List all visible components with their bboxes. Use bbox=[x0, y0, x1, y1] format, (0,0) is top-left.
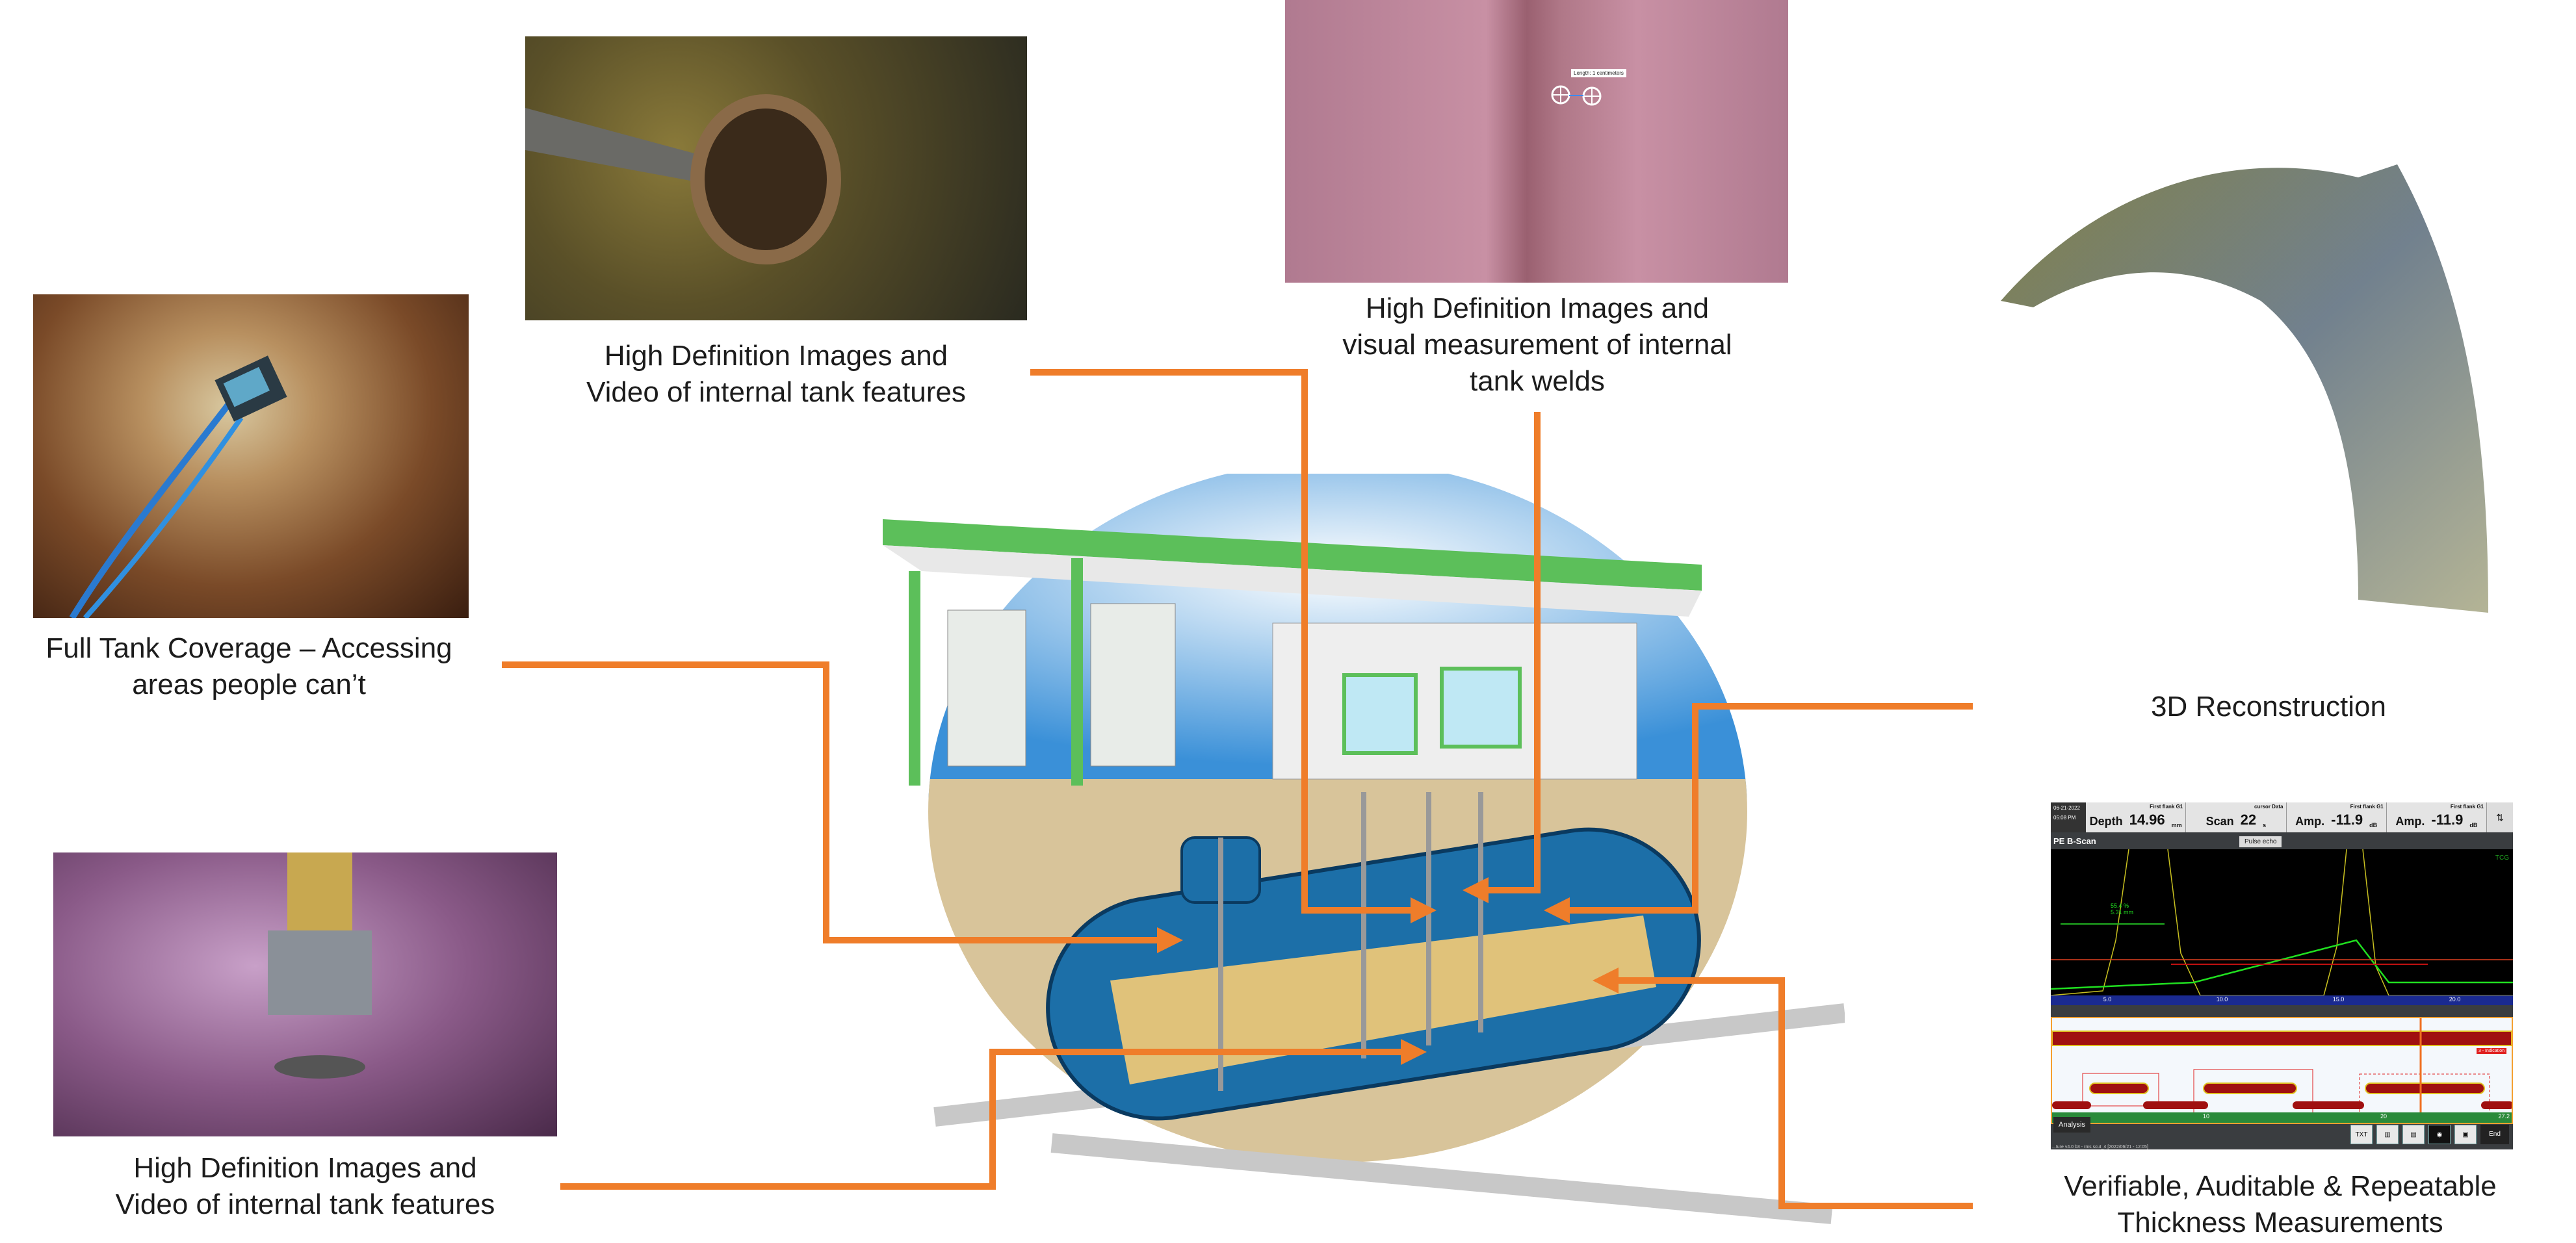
bscan-title: PE B-Scan bbox=[2053, 836, 2096, 846]
label-hd-video-bottom: High Definition Images and Video of inte… bbox=[53, 1150, 557, 1223]
end-button[interactable]: End bbox=[2480, 1125, 2509, 1144]
label-line: Verifiable, Auditable & Repeatable bbox=[2064, 1170, 2497, 1202]
canopy-pillar bbox=[1071, 558, 1083, 786]
connector-hd-video-top bbox=[1030, 369, 1437, 923]
connector-hd-welds bbox=[1463, 412, 1541, 903]
label-line: Full Tank Coverage – Accessing bbox=[46, 632, 452, 664]
connector-full-coverage bbox=[502, 661, 1183, 953]
analysis-button[interactable]: Analysis bbox=[2053, 1117, 2090, 1133]
label-line: visual measurement of internal bbox=[1342, 329, 1732, 361]
camera-icon[interactable]: ◉ bbox=[2428, 1125, 2451, 1144]
label-line: High Definition Images and bbox=[604, 340, 948, 372]
fuel-pump bbox=[947, 609, 1026, 767]
connector-3d bbox=[1544, 703, 1973, 923]
label-line: areas people can’t bbox=[132, 669, 366, 700]
tank-fitting-photo bbox=[53, 852, 557, 1136]
connector-hd-video-bottom bbox=[560, 1039, 1427, 1190]
station-building bbox=[1272, 622, 1637, 780]
3d-reconstruction-image bbox=[1994, 99, 2518, 615]
bscan-footer: ...ture v4.0 b3 - rms scut_4 [2022/06/21… bbox=[2052, 1145, 2148, 1149]
bscan-tick: 20 bbox=[2380, 1113, 2387, 1120]
weld-measurement-photo: Length: 1 centimeters bbox=[1285, 0, 1788, 283]
export-txt-icon[interactable]: TXT bbox=[2350, 1125, 2373, 1144]
save-icon[interactable]: ▣ bbox=[2454, 1125, 2477, 1144]
tab-pulse-echo[interactable]: Pulse echo bbox=[2239, 836, 2282, 847]
label-line: High Definition Images and bbox=[133, 1152, 477, 1184]
bscan-image: 3 - Indication 10 20 27.2 bbox=[2051, 1017, 2513, 1124]
ascan-annotation: 55.4 %5.31 mm bbox=[2111, 903, 2134, 916]
internal-pipe-photo bbox=[525, 36, 1027, 320]
label-hd-video-top: High Definition Images and Video of inte… bbox=[525, 338, 1027, 411]
label-line: High Definition Images and bbox=[1365, 292, 1710, 324]
label-line: tank welds bbox=[1470, 365, 1605, 397]
fuel-pump bbox=[1090, 603, 1176, 767]
fuel-level bbox=[1110, 916, 1656, 1084]
label-3d-reconstruction: 3D Reconstruction bbox=[2151, 691, 2386, 723]
label-line: Thickness Measurements bbox=[2117, 1207, 2443, 1238]
canopy-roof bbox=[883, 519, 1702, 591]
clipboard-icon[interactable]: ▤ bbox=[2402, 1125, 2425, 1144]
layout-icon[interactable]: ▥ bbox=[2376, 1125, 2399, 1144]
bscan-axis: 10 20 27.2 bbox=[2052, 1113, 2512, 1122]
indication-badge: 3 - Indication bbox=[2476, 1048, 2506, 1054]
label-line: Video of internal tank features bbox=[586, 376, 966, 408]
label-full-coverage: Full Tank Coverage – Accessing areas peo… bbox=[0, 630, 498, 703]
bscan-tick: 10 bbox=[2203, 1113, 2210, 1120]
canopy-pillar bbox=[909, 571, 920, 786]
measurement-crosshairs-icon bbox=[1551, 85, 1602, 106]
robot-crawler-icon bbox=[69, 355, 287, 618]
measurement-tag: Length: 1 centimeters bbox=[1571, 69, 1626, 77]
swap-icon[interactable]: ⇅ bbox=[2487, 802, 2513, 832]
label-line: Video of internal tank features bbox=[115, 1188, 495, 1220]
tcg-label: TCG bbox=[2495, 854, 2509, 862]
label-thickness: Verifiable, Auditable & Repeatable Thick… bbox=[2015, 1168, 2545, 1241]
label-hd-welds: High Definition Images and visual measur… bbox=[1274, 290, 1801, 400]
connector-thickness bbox=[1593, 967, 1973, 1209]
tank-interior-robot-photo bbox=[33, 294, 469, 618]
bscan-tick: 27.2 bbox=[2498, 1113, 2510, 1120]
